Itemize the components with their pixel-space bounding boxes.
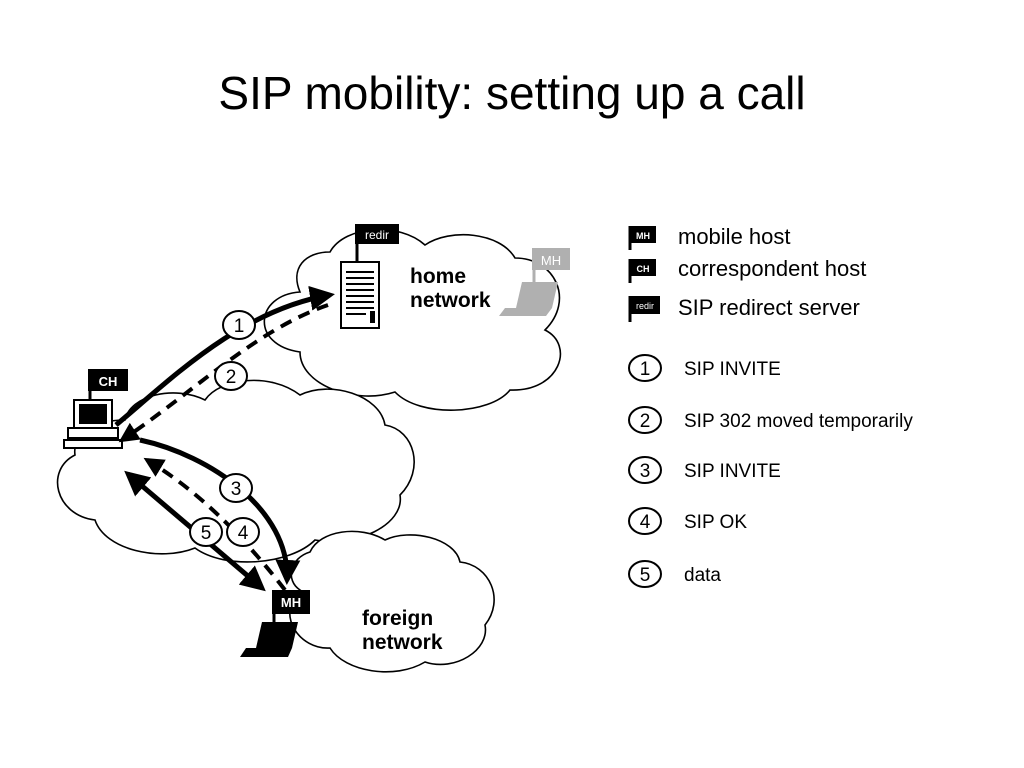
mh-tag: MH — [281, 595, 301, 610]
svg-text:MH: MH — [636, 231, 650, 241]
legend-label: mobile host — [678, 224, 791, 249]
legend-label: correspondent host — [678, 256, 866, 281]
step-badge-4: 4 — [226, 517, 260, 547]
step-badge-2: 2 — [214, 361, 248, 391]
redir-tag: redir — [365, 228, 389, 242]
legend-step-label: SIP 302 moved temporarily — [684, 411, 913, 432]
step-badge-3: 3 — [219, 473, 253, 503]
svg-text:4: 4 — [238, 523, 249, 544]
arrow-sip-invite-1 — [114, 285, 335, 427]
legend-step-label: data — [684, 565, 721, 586]
home-network-label: network — [410, 289, 491, 312]
legend-step-2: 2 SIP 302 moved temporarily — [628, 406, 913, 434]
legend-step-label: SIP INVITE — [684, 461, 781, 482]
legend-item-redirect-server: redir SIP redirect server — [628, 295, 860, 322]
ch-tag: CH — [99, 374, 118, 389]
svg-text:3: 3 — [640, 461, 651, 482]
svg-text:5: 5 — [201, 523, 212, 544]
svg-text:1: 1 — [640, 359, 651, 380]
svg-text:CH: CH — [637, 264, 650, 274]
svg-text:5: 5 — [640, 565, 651, 586]
svg-text:2: 2 — [226, 367, 237, 388]
slide-title: SIP mobility: setting up a call — [218, 67, 806, 119]
home-network-cloud — [263, 228, 562, 411]
svg-text:1: 1 — [234, 316, 245, 337]
svg-text:2: 2 — [640, 411, 651, 432]
foreign-network-label: network — [362, 631, 443, 654]
step-badge-1: 1 — [222, 310, 256, 340]
redirect-server-icon: redir — [340, 224, 399, 329]
mobile-host-home-icon: MH — [499, 248, 570, 316]
legend-step-3: 3 SIP INVITE — [628, 456, 781, 484]
legend-step-5: 5 data — [628, 560, 721, 588]
foreign-network-label: foreign — [362, 607, 433, 630]
svg-text:4: 4 — [640, 512, 651, 533]
svg-text:redir: redir — [636, 301, 654, 311]
svg-text:3: 3 — [231, 479, 242, 500]
mh-ghost-tag: MH — [541, 253, 561, 268]
correspondent-host-icon: CH — [63, 369, 128, 449]
step-badge-5: 5 — [189, 517, 223, 547]
mobile-host-foreign-icon: MH — [240, 590, 310, 657]
home-network-label: home — [410, 265, 466, 288]
legend-step-label: SIP OK — [684, 512, 747, 533]
legend-item-correspondent-host: CH correspondent host — [628, 256, 866, 283]
legend-item-mobile-host: MH mobile host — [628, 224, 791, 250]
legend-step-1: 1 SIP INVITE — [628, 354, 781, 382]
legend-step-label: SIP INVITE — [684, 359, 781, 380]
legend-step-4: 4 SIP OK — [628, 507, 747, 535]
legend-label: SIP redirect server — [678, 295, 860, 320]
foreign-network-cloud — [288, 530, 495, 673]
